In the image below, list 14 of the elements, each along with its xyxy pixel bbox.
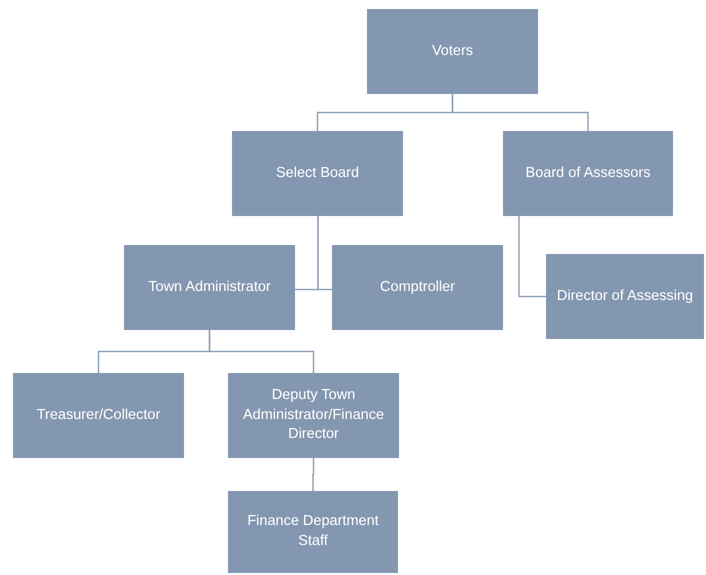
- org-box: Deputy Town Administrator/Finance Director: [228, 373, 399, 458]
- org-box: Select Board: [232, 131, 403, 216]
- connector-line: [518, 216, 546, 298]
- org-box: Board of Assessors: [503, 131, 673, 216]
- connector-line: [317, 216, 332, 290]
- org-box: Finance Department Staff: [228, 491, 398, 573]
- connector-line: [312, 458, 314, 491]
- connector-line: [208, 330, 314, 373]
- connector-line: [452, 94, 589, 131]
- org-box: Voters: [367, 9, 538, 94]
- org-box: Director of Assessing: [546, 254, 704, 339]
- org-box: Town Administrator: [124, 245, 295, 330]
- org-box: Comptroller: [332, 245, 503, 330]
- org-box: Treasurer/Collector: [13, 373, 184, 458]
